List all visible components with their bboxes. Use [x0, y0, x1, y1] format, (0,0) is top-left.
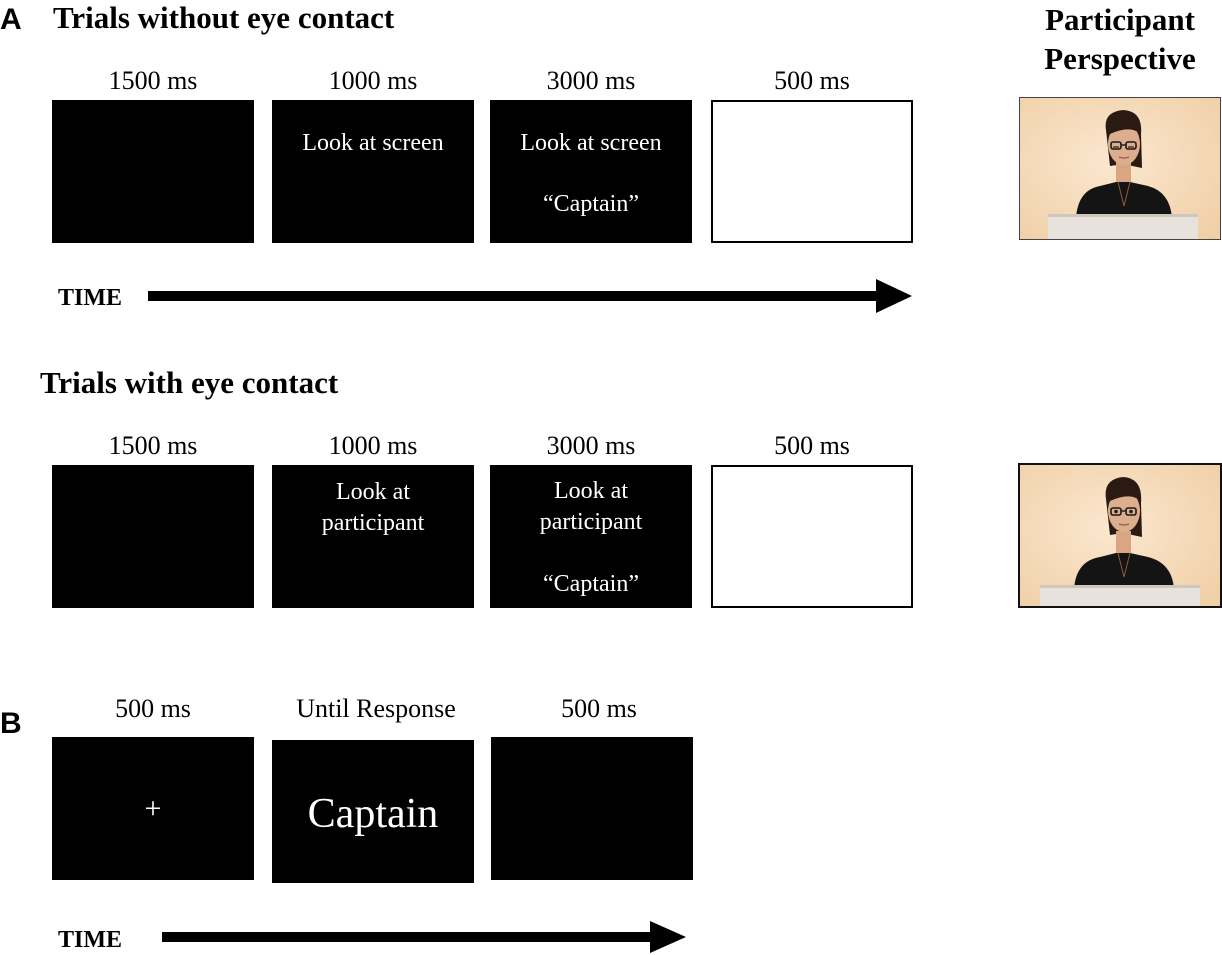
spoken-word: “Captain”: [543, 571, 639, 597]
duration-label: 1000 ms: [328, 66, 418, 95]
duration-label: Until Response: [296, 694, 456, 723]
duration-label: 1500 ms: [108, 66, 198, 95]
instruction-text: Look at: [336, 479, 410, 505]
word-screen: Look at screen “Captain”: [490, 100, 692, 243]
duration-label: 3000 ms: [546, 431, 636, 460]
instruction-text: Look at screen: [520, 130, 662, 156]
target-word: Captain: [307, 791, 439, 837]
duration-label: 500 ms: [774, 431, 850, 460]
panel-letter-a: A: [0, 3, 22, 36]
instruction-text: Look at: [554, 478, 628, 504]
blank-black-screen: [52, 465, 254, 608]
duration-label: 500 ms: [561, 694, 637, 723]
instruction-text: participant: [321, 510, 425, 536]
duration-label: 1000 ms: [328, 431, 418, 460]
time-arrow: [162, 921, 686, 953]
time-axis-label: TIME: [58, 285, 123, 311]
speaker-looking-at-participant-image: [1020, 465, 1220, 606]
blank-white-screen: [711, 465, 913, 608]
fixation-cross: +: [144, 792, 162, 825]
word-screen: Look at participant “Captain”: [490, 465, 692, 608]
blank-black-screen: [491, 737, 693, 880]
time-arrow: [148, 279, 912, 313]
heading-without-eye-contact: Trials without eye contact: [53, 0, 395, 35]
blank-white-screen: [711, 100, 913, 243]
instruction-screen: Look at participant: [272, 465, 474, 608]
time-axis-label: TIME: [58, 927, 123, 953]
duration-label: 1500 ms: [108, 431, 198, 460]
participant-view-photo-eye-contact: [1018, 463, 1222, 608]
duration-label: 500 ms: [115, 694, 191, 723]
heading-with-eye-contact: Trials with eye contact: [40, 365, 339, 400]
instruction-text: Look at screen: [302, 130, 444, 156]
duration-label: 3000 ms: [546, 66, 636, 95]
target-word-screen: Captain: [272, 740, 474, 883]
speaker-looking-down-image: [1020, 98, 1220, 239]
participant-perspective-title: Participant Perspective: [1020, 0, 1220, 78]
participant-perspective-line1: Participant: [1045, 2, 1195, 37]
instruction-text: participant: [539, 509, 643, 535]
instruction-screen: Look at screen: [272, 100, 474, 243]
panel-letter-b: B: [0, 707, 22, 740]
spoken-word: “Captain”: [543, 191, 639, 217]
participant-perspective-line2: Perspective: [1044, 41, 1196, 76]
participant-view-photo-no-eye-contact: [1019, 97, 1221, 240]
fixation-screen: +: [52, 737, 254, 880]
duration-label: 500 ms: [774, 66, 850, 95]
blank-black-screen: [52, 100, 254, 243]
